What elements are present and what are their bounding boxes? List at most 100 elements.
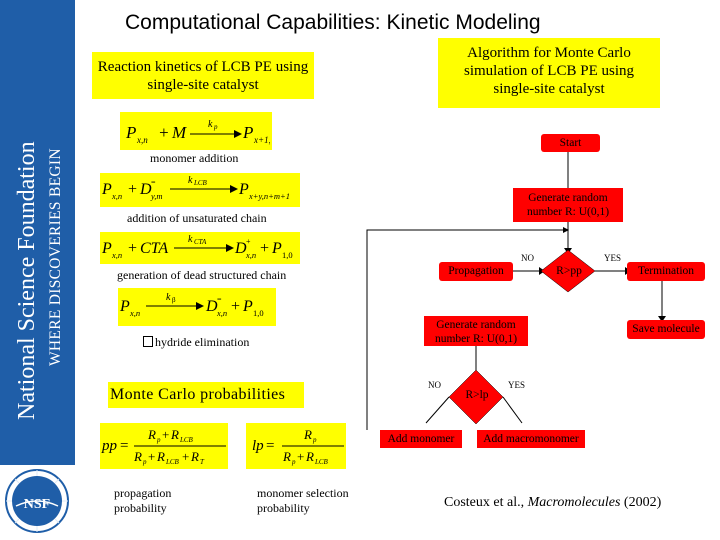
algorithm-title-box: Algorithm for Monte Carlo simulation of … (438, 38, 660, 108)
flow-start: Start (541, 134, 600, 152)
label-no-1: NO (521, 253, 534, 263)
svg-text:=: = (217, 295, 222, 304)
reaction-title: Reaction kinetics of LCB PE using single… (97, 59, 309, 93)
decision-pp-label: R>pp (556, 265, 582, 277)
eq-unsaturated-chain: P x,n + D = y,m k LCB P x+y,n+m+1 (101, 175, 290, 201)
label-monomer-addition: monomer addition (150, 151, 239, 165)
svg-text:D: D (139, 181, 152, 198)
svg-text:+: + (297, 449, 304, 464)
svg-text:R: R (190, 449, 199, 464)
svg-text:R: R (282, 449, 291, 464)
svg-text:x,n: x,n (111, 250, 122, 260)
decision-diamond-lp (448, 369, 504, 425)
svg-text:+: + (128, 181, 137, 198)
flow-start-label: Start (559, 137, 582, 149)
svg-text:x,n: x,n (245, 250, 256, 260)
label-hydride-elimination: hydride elimination (143, 335, 249, 350)
nsf-sidebar (0, 0, 75, 465)
svg-text:x,n: x,n (111, 191, 122, 201)
flow-propagation: Propagation (439, 262, 513, 281)
svg-text:lp: lp (252, 438, 264, 454)
flow-generate-random-1-label: Generate random number R: U(0,1) (526, 192, 610, 218)
svg-text:LCB: LCB (179, 436, 194, 444)
svg-text:P: P (125, 123, 136, 142)
svg-text:R: R (305, 449, 314, 464)
eq-dead-chain: P x,n + CTA k CTA D + x,n + P 1,0 (101, 234, 293, 260)
citation-journal: Macromolecules (527, 495, 621, 510)
flow-propagation-label: Propagation (448, 265, 504, 277)
svg-text:+: + (128, 240, 137, 257)
beta-glyph (143, 336, 153, 347)
svg-text:x+y,n+m+1: x+y,n+m+1 (248, 191, 290, 201)
svg-text:P: P (242, 298, 253, 315)
eq-monomer-addition-box (120, 112, 272, 150)
flow-add-macromonomer: Add macromonomer (477, 430, 585, 448)
flow-termination-label: Termination (637, 265, 695, 277)
flow-generate-random-1: Generate random number R: U(0,1) (513, 188, 623, 222)
svg-text:R: R (170, 427, 179, 442)
svg-text:pp: pp (101, 438, 118, 454)
svg-text:P: P (242, 123, 253, 142)
label-no-2: NO (428, 380, 441, 390)
svg-text:y,m: y,m (150, 191, 163, 201)
svg-text:=: = (266, 438, 274, 454)
nsf-logo: NSF (5, 469, 69, 533)
svg-text:p: p (291, 458, 296, 466)
svg-text:p: p (213, 123, 218, 131)
svg-text:P: P (119, 298, 130, 315)
citation-year: (2002) (620, 495, 662, 510)
svg-text:+: + (162, 427, 169, 442)
flow-add-monomer-label: Add monomer (387, 433, 455, 445)
flow-generate-random-2: Generate random number R: U(0,1) (424, 316, 528, 346)
flow-add-macromonomer-label: Add macromonomer (483, 433, 579, 445)
svg-text:R: R (303, 427, 312, 442)
algorithm-title: Algorithm for Monte Carlo simulation of … (463, 45, 634, 97)
eq-propagation-probability: pp = R p + R LCB R p + R LCB + R T (101, 427, 226, 466)
svg-text:x+1,n: x+1,n (253, 135, 270, 145)
svg-text:=: = (120, 438, 128, 454)
svg-text:+: + (158, 123, 169, 142)
page-title: Computational Capabilities: Kinetic Mode… (125, 11, 541, 34)
svg-text:=: = (151, 178, 156, 187)
label-monomer-selection-probability: monomer selection probability (257, 486, 349, 515)
svg-text:R: R (133, 449, 142, 464)
svg-text:p: p (312, 436, 317, 444)
svg-text:1,0: 1,0 (253, 308, 264, 318)
citation-authors: Costeux et al., (444, 495, 528, 510)
svg-text:+: + (148, 449, 155, 464)
svg-text:x,n: x,n (129, 308, 140, 318)
svg-text:+: + (182, 449, 189, 464)
svg-text:k: k (188, 234, 193, 245)
label-propagation-probability: propagation probability (114, 486, 172, 515)
decision-lp-label: R>lp (465, 389, 489, 401)
svg-text:M: M (171, 123, 187, 142)
svg-text:x,n: x,n (216, 308, 227, 318)
svg-text:CTA: CTA (194, 238, 207, 246)
hydride-label-text: hydride elimination (155, 335, 250, 349)
eq-monomer-selection-probability: lp = R p R p + R LCB (252, 427, 344, 466)
flow-save-molecule: Save molecule (627, 320, 705, 339)
svg-text:P: P (238, 181, 249, 198)
svg-text:p: p (142, 458, 147, 466)
svg-text:+: + (231, 298, 240, 315)
svg-text:R: R (156, 449, 165, 464)
svg-text:x,n: x,n (136, 135, 148, 145)
svg-text:P: P (101, 181, 112, 198)
reaction-title-box: Reaction kinetics of LCB PE using single… (92, 52, 314, 99)
svg-text:β: β (172, 296, 176, 304)
svg-text:T: T (200, 458, 205, 466)
svg-text:D: D (234, 240, 247, 257)
eq-monomer-addition: P x,n + M k p P x+1,n (124, 116, 276, 153)
svg-text:1,0: 1,0 (282, 250, 293, 260)
flow-add-monomer: Add monomer (380, 430, 462, 448)
svg-text:CTA: CTA (140, 240, 168, 257)
citation: Costeux et al., Macromolecules (2002) (444, 495, 661, 511)
decision-diamond-pp (540, 249, 596, 293)
label-dead-chain: generation of dead structured chain (117, 268, 287, 282)
nsf-logo-text: NSF (24, 497, 50, 512)
eq-unsaturated-box (100, 173, 300, 207)
svg-text:R: R (147, 427, 156, 442)
label-unsaturated-chain: addition of unsaturated chain (127, 211, 267, 225)
svg-text:P: P (101, 240, 112, 257)
